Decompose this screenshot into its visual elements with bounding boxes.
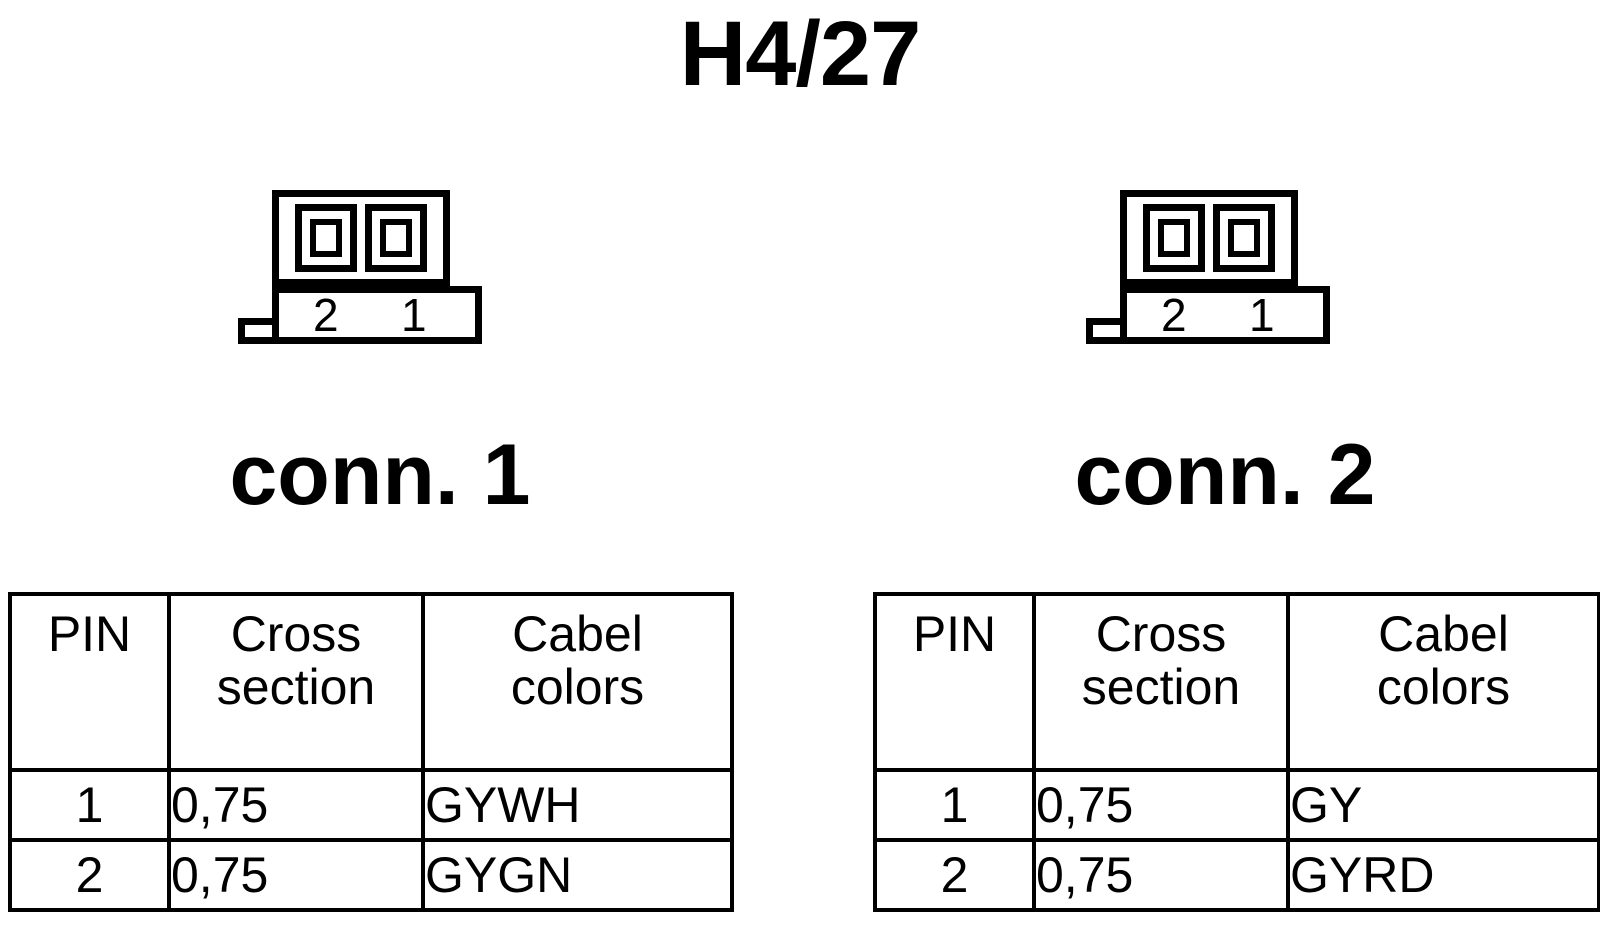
pin-contact-inner-2	[1158, 219, 1190, 257]
pin-contact-square-1	[1213, 204, 1275, 272]
connector-housing-upper	[272, 190, 450, 286]
column-header-color-line-1: Cabel	[512, 606, 643, 662]
column-header-color-line-1: Cabel	[1378, 606, 1509, 662]
cell-cable-color: GY	[1286, 768, 1600, 842]
pin-contact-inner-2	[310, 219, 342, 257]
cell-cable-color: GYGN	[421, 838, 734, 912]
column-header-cross-section: Cross section	[1032, 592, 1290, 772]
connector-label-conn-1: conn. 1	[229, 427, 531, 523]
cell-pin: 2	[8, 838, 171, 912]
cell-cable-color: GYWH	[421, 768, 734, 842]
table-row: 2 0,75 GYRD	[873, 838, 1600, 912]
table-row: 1 0,75 GYWH	[8, 768, 734, 842]
pin-contact-inner-1	[1228, 219, 1260, 257]
cell-cable-color: GYRD	[1286, 838, 1600, 912]
table-header-row: PIN Cross section Cabel colors	[873, 592, 1600, 772]
pinout-table-conn-2: PIN Cross section Cabel colors 1 0,75 GY…	[873, 592, 1600, 912]
column-header-pin: PIN	[8, 592, 171, 772]
column-header-cabel-colors: Cabel colors	[421, 592, 734, 772]
pin-contact-square-2	[295, 204, 357, 272]
column-header-color-line-2: colors	[510, 659, 645, 715]
connector-housing-lower: 2 1	[1120, 286, 1330, 344]
pin-contact-square-2	[1143, 204, 1205, 272]
column-header-cross-line-1: Cross	[230, 606, 362, 662]
column-header-pin-line-1: PIN	[912, 606, 997, 662]
column-header-cross-line-2: section	[216, 659, 376, 715]
connector-label-conn-2: conn. 2	[1074, 427, 1376, 523]
connector-symbol-conn-1: 2 1	[238, 190, 482, 350]
cell-pin: 2	[873, 838, 1036, 912]
cell-cross-section: 0,75	[167, 768, 425, 842]
connector-pin-number-2: 2	[1161, 289, 1187, 341]
column-header-color-line-2: colors	[1376, 659, 1511, 715]
table-row: 1 0,75 GY	[873, 768, 1600, 842]
column-header-cross-section: Cross section	[167, 592, 425, 772]
table-header-row: PIN Cross section Cabel colors	[8, 592, 734, 772]
connector-housing-lower: 2 1	[272, 286, 482, 344]
column-header-cross-line-2: section	[1081, 659, 1241, 715]
connector-pin-number-1: 1	[1249, 289, 1275, 341]
cell-cross-section: 0,75	[1032, 838, 1290, 912]
page-title: H4/27	[679, 3, 922, 105]
column-header-pin-line-1: PIN	[47, 606, 132, 662]
cell-cross-section: 0,75	[1032, 768, 1290, 842]
connector-housing-upper	[1120, 190, 1298, 286]
pin-contact-inner-1	[380, 219, 412, 257]
connector-pin-number-2: 2	[313, 289, 339, 341]
column-header-pin: PIN	[873, 592, 1036, 772]
connector-symbol-conn-2: 2 1	[1086, 190, 1330, 350]
cell-pin: 1	[8, 768, 171, 842]
cell-pin: 1	[873, 768, 1036, 842]
table-row: 2 0,75 GYGN	[8, 838, 734, 912]
column-header-cross-line-1: Cross	[1095, 606, 1227, 662]
cell-cross-section: 0,75	[167, 838, 425, 912]
connector-pin-number-1: 1	[401, 289, 427, 341]
pinout-table-conn-1: PIN Cross section Cabel colors 1 0,75 GY…	[8, 592, 734, 912]
pin-contact-square-1	[365, 204, 427, 272]
column-header-cabel-colors: Cabel colors	[1286, 592, 1600, 772]
